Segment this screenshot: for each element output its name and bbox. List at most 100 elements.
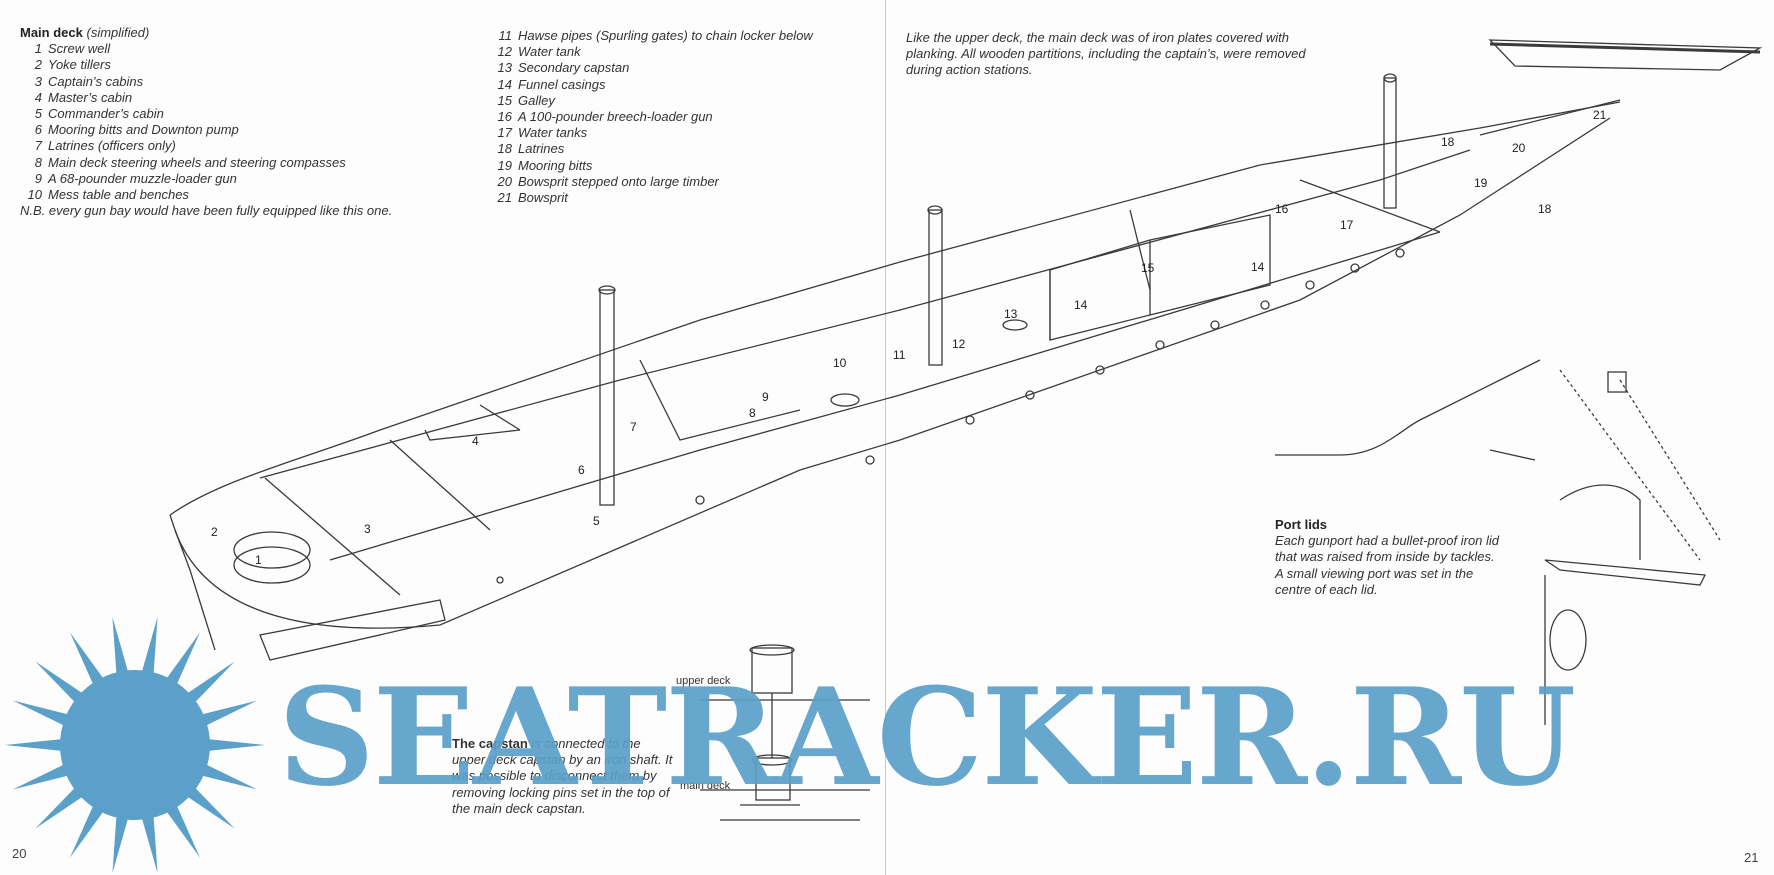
key-item: 16 A 100-pounder breech-loader gun [490,109,880,125]
key-title: Main deck [20,25,83,40]
capstan-upper-deck-label: upper deck [676,675,731,687]
key-item: 10 Mess table and benches [20,187,420,203]
key-item-number: 8 [34,154,42,170]
key-item-text: Screw well [48,41,111,57]
key-item: 21 Bowsprit [490,190,880,206]
drawing-number-label: 10 [833,356,847,370]
key-item-number: 9 [34,170,42,186]
funnel-fore [1383,77,1397,209]
port-lids-caption: Port lids Each gunport had a bullet-proo… [1275,517,1505,598]
key-item-text: Water tanks [518,125,588,141]
key-item: 5 Commander’s cabin [20,106,420,122]
key-item-text: Latrines [518,141,565,157]
key-item-text: A 100-pounder breech-loader gun [518,109,713,125]
key-item-text: Commander’s cabin [48,106,164,122]
right-page [886,0,1774,875]
capstan-text: is connected to the upper deck capstan b… [452,736,673,816]
key-title-suffix: (simplified) [86,25,150,40]
key-item-text: Mooring bitts and Downton pump [48,122,239,138]
drawing-number-label: 6 [578,463,585,477]
key-item-number: 19 [497,157,512,173]
key-item-text: Secondary capstan [518,60,630,76]
key-item-number: 21 [497,190,512,206]
capstan-caption: The capstan is connected to the upper de… [452,736,674,817]
key-item: 3 Captain’s cabins [20,74,420,90]
drawing-number-label: 4 [472,434,479,448]
hull-top-edge [169,101,1621,516]
key-item-number: 7 [34,138,42,154]
drawing-number-label: 14 [1251,260,1265,274]
port-lids-title: Port lids [1275,517,1328,532]
port-lids-text: Each gunport had a bullet-proof iron lid… [1275,533,1500,597]
capstan-main-deck-label: main deck [680,780,731,792]
key-item-text: Hawse pipes (Spurling gates) to chain lo… [518,28,813,43]
key-item-text: Latrines (officers only) [48,138,176,154]
key-item-number: 4 [34,89,42,105]
key-item-text: Mooring bitts [518,157,593,173]
page-number-right: 21 [1744,850,1759,865]
drawing-number-label: 17 [1340,218,1354,232]
key-item-number: 18 [497,141,512,157]
drawing-number-label: 18 [1538,202,1552,216]
key-item-number: 13 [497,60,512,76]
key-item-number: 2 [34,57,42,73]
key-item-number: 17 [497,125,512,141]
page-number-left: 20 [12,846,27,861]
key-item: 4 Master’s cabin [20,90,420,106]
intro-paragraph: Like the upper deck, the main deck was o… [906,30,1306,78]
key-item-number: 20 [497,173,512,189]
key-item-number: 16 [497,109,512,125]
key-item: 20 Bowsprit stepped onto large timber [490,174,880,190]
key-item-number: 14 [497,76,512,92]
key-item-number: 12 [497,44,512,60]
key-item-number: 6 [34,122,42,138]
key-item-text: Yoke tillers [48,57,111,73]
drawing-number-label: 9 [762,390,769,404]
key-item-text: Master’s cabin [48,89,133,105]
key-item-text: Main deck steering wheels and steering c… [48,154,346,170]
key-item: 13 Secondary capstan [490,60,880,76]
key-item: 19 Mooring bitts [490,158,880,174]
watermark-text: SEATRACKER.RU [278,658,1576,816]
key-item-text: Mess table and benches [48,187,189,203]
drawing-number-label: 12 [952,337,966,351]
key-item: 17 Water tanks [490,125,880,141]
key-item: 18 Latrines [490,141,880,157]
drawing-number-label: 11 [893,348,906,362]
key-item-number: 5 [34,106,42,122]
capstan-title: The capstan [452,736,528,751]
drawing-number-label: 3 [364,522,371,536]
drawing-number-label: 21 [1593,108,1607,122]
drawing-number-label: 13 [1004,307,1018,321]
key-item: 8 Main deck steering wheels and steering … [20,155,420,171]
drawing-number-label: 8 [749,406,756,420]
key-item-number: 15 [497,92,512,108]
key-item-text: A 68-pounder muzzle-loader gun [48,170,237,186]
funnel-aft [599,289,615,506]
funnel-mid [928,209,943,366]
drawing-number-label: 16 [1275,202,1289,216]
key-item-text: Captain’s cabins [48,73,144,89]
key-item-text: Galley [518,92,555,108]
key-item: 7 Latrines (officers only) [20,138,420,154]
drawing-number-label: 15 [1141,261,1155,275]
drawing-number-label: 20 [1512,141,1526,155]
key-item-number: 10 [27,187,42,203]
key-item: 9 A 68-pounder muzzle-loader gun [20,171,420,187]
drawing-number-label: 7 [630,420,637,434]
key-item: 15 Galley [490,93,880,109]
drawing-number-label: 1 [255,553,262,567]
key-item: 6 Mooring bitts and Downton pump [20,122,420,138]
key-item-text: Bowsprit stepped onto large timber [518,173,719,189]
drawing-number-label: 14 [1074,298,1088,312]
key-item-text: Bowsprit [518,190,568,206]
key-item-number: 3 [34,73,42,89]
